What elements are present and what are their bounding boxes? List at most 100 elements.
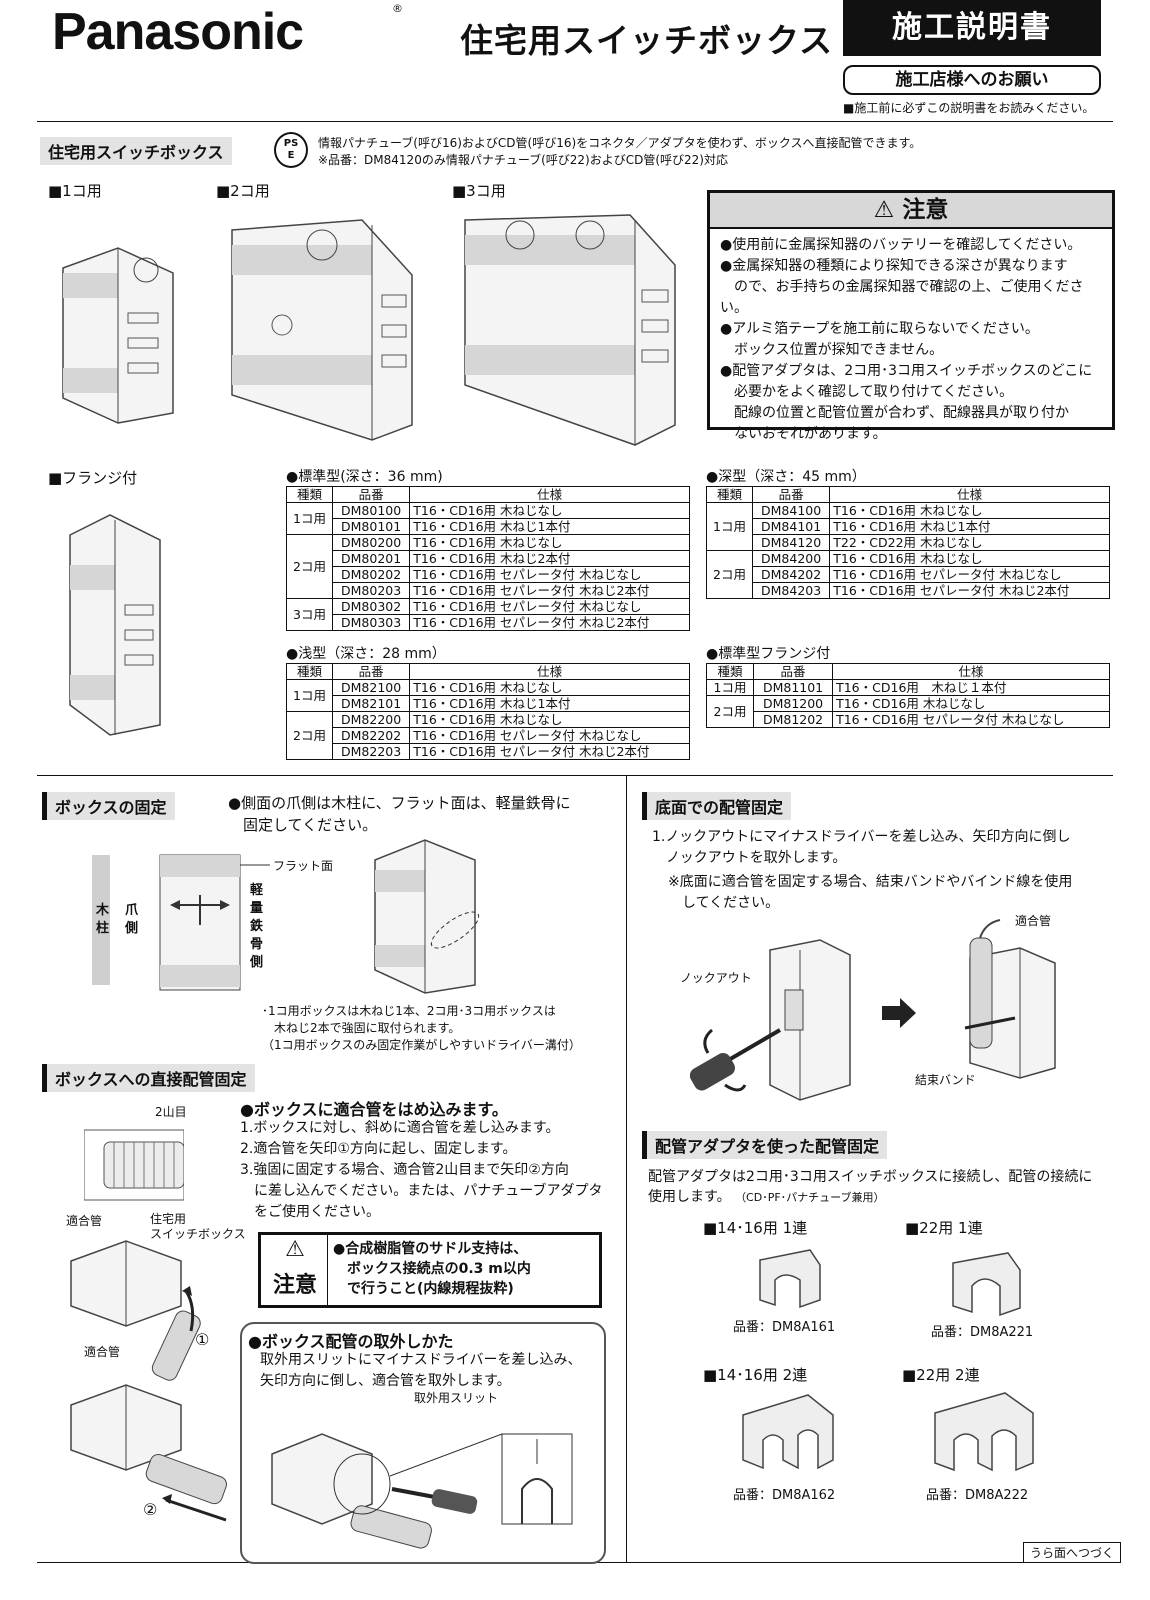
fixing-text2: 固定してください。 xyxy=(228,816,378,834)
pse-bottom: E xyxy=(287,150,295,161)
caution-icon: ⚠ xyxy=(285,1237,305,1262)
table-standard-caption: ●標準型(深さ：36 mm) xyxy=(286,469,443,485)
warning-item: ●配管アダプタは、2コ用･3コ用スイッチボックスのどこに xyxy=(720,363,1093,379)
fixing-note1: ･1コ用ボックスは木ねじ1本、2コ用･3コ用ボックスは xyxy=(262,1004,556,1018)
cell-code: DM84120 xyxy=(751,534,831,551)
knockout-label: ノックアウト xyxy=(680,971,752,985)
fixing-diagram xyxy=(92,854,270,991)
header-code: 品番 xyxy=(751,486,831,503)
arrow-1-label: ① xyxy=(195,1330,210,1349)
warning-title: 注意 xyxy=(902,197,949,223)
product-flange-label: ■フランジ付 xyxy=(48,469,138,487)
cell-spec: T16・CD16用 セパレータ付 木ねじ2本付 xyxy=(409,614,690,631)
intro-label: 住宅用スイッチボックス xyxy=(40,137,232,165)
wood-label: 木柱 xyxy=(96,903,110,936)
divider xyxy=(37,775,1113,776)
removal-text: 取外用スリットにマイナスドライバーを差し込み、 矢印方向に倒し、適合管を取外しま… xyxy=(260,1350,581,1392)
divider xyxy=(37,121,1113,122)
two-ridge-label: 2山目 xyxy=(155,1105,187,1119)
header-spec: 仕様 xyxy=(409,663,690,680)
cell-spec: T16・CD16用 木ねじ１本付 xyxy=(832,679,1110,696)
column-divider xyxy=(626,775,627,1562)
cell-spec: T16・CD16用 セパレータ付 木ねじ2本付 xyxy=(409,582,690,599)
adapter-item-title: ■22用 2連 xyxy=(902,1366,980,1384)
adapter-4-illustration xyxy=(934,1392,1034,1472)
cell-code: DM84100 xyxy=(751,502,831,519)
cell-code: DM82100 xyxy=(331,679,411,696)
cell-code: DM81101 xyxy=(753,679,834,696)
cell-spec: T16・CD16用 木ねじなし xyxy=(829,550,1110,567)
slit-label: 取外用スリット xyxy=(414,1391,499,1405)
header-spec: 仕様 xyxy=(832,663,1110,680)
caution-text: ●合成樹脂管のサドル支持は、 ボックス接続点の0.3 m以内 で行うこと(内線規… xyxy=(333,1239,531,1299)
cell-spec: T16・CD16用 木ねじなし xyxy=(409,679,690,696)
adapter-item-code: 品番：DM8A161 xyxy=(733,1320,836,1335)
cell-code: DM81200 xyxy=(753,695,834,712)
cell-spec: T16・CD16用 セパレータ付 木ねじなし xyxy=(832,711,1110,728)
adapter-item-title: ■22用 1連 xyxy=(905,1219,983,1237)
warning-icon: ⚠ xyxy=(873,197,895,223)
direct-step: 3.強固に固定する場合、適合管2山目まで矢印②方向 xyxy=(240,1162,569,1178)
pipe-illustration xyxy=(84,1129,184,1201)
cell-spec: T16・CD16用 木ねじなし xyxy=(409,711,690,728)
intro-line2: ※品番：DM84120のみ情報パナチューブ(呼び22)およびCD管(呼び22)対… xyxy=(318,153,728,167)
arrow-right-icon xyxy=(882,998,916,1028)
product-single-label: ■1コ用 xyxy=(48,182,102,200)
bottom-pipe-label: 適合管 xyxy=(1015,914,1052,928)
cell-type: 2コ用 xyxy=(706,550,753,599)
adapter-text2: 使用します。 （CD･PF･パナチューブ兼用） xyxy=(648,1187,885,1208)
adapter-item-title: ■14･16用 1連 xyxy=(703,1219,808,1237)
removal-diagram xyxy=(271,1433,573,1549)
cell-spec: T16・CD16用 木ねじなし xyxy=(829,502,1110,519)
header-spec: 仕様 xyxy=(829,486,1110,503)
removal-line: 取外用スリットにマイナスドライバーを差し込み、 xyxy=(260,1352,582,1368)
flange-box-illustration xyxy=(69,514,161,736)
warning-item: ボックス位置が探知できません。 xyxy=(720,342,944,358)
claw-label: 爪側 xyxy=(125,903,139,936)
warning-item: ので、お手持ちの金属探知器で確認の上、ご使用ください。 xyxy=(720,279,1084,316)
adapter-item-title: ■14･16用 2連 xyxy=(703,1366,808,1384)
bottom-step1: 1.ノックアウトにマイナスドライバーを差し込み、矢印方向に倒し xyxy=(652,829,1071,845)
steel-label: 軽量鉄骨側 xyxy=(250,883,264,970)
cell-type: 1コ用 xyxy=(705,679,755,696)
caution-line: で行うこと(内線規程抜粋) xyxy=(333,1281,514,1297)
removal-box: ●ボックス配管の取外しかた 取外用スリットにマイナスドライバーを差し込み、 矢印… xyxy=(240,1322,606,1564)
cell-spec: T16・CD16用 セパレータ付 木ねじなし xyxy=(409,598,690,615)
cell-type: 2コ用 xyxy=(705,695,755,728)
cell-code: DM80202 xyxy=(331,566,411,583)
warning-item: ●金属探知器の種類により探知できる深さが異なります xyxy=(720,258,1068,274)
cell-spec: T16・CD16用 木ねじなし xyxy=(409,534,690,551)
adapter-1-illustration xyxy=(759,1249,821,1309)
cell-type: 1コ用 xyxy=(286,679,333,712)
read-note: ■施工前に必ずこの説明書をお読みください。 xyxy=(843,101,1095,115)
pipe-label-2: 適合管 xyxy=(84,1345,121,1359)
cell-type: 2コ用 xyxy=(286,534,333,599)
header-code: 品番 xyxy=(331,486,411,503)
box-label-line1: 住宅用 xyxy=(150,1212,187,1226)
direct-step: をご使用ください。 xyxy=(240,1204,380,1220)
bottom-note2: してください。 xyxy=(668,895,780,911)
cell-code: DM82200 xyxy=(331,711,411,728)
removal-line: 矢印方向に倒し、適合管を取外します。 xyxy=(260,1373,511,1389)
cell-code: DM80200 xyxy=(331,534,411,551)
adapter-2-illustration xyxy=(952,1252,1021,1317)
caution-line: ●合成樹脂管のサドル支持は、 xyxy=(333,1241,528,1257)
cell-spec: T16・CD16用 木ねじ1本付 xyxy=(409,695,690,712)
cell-code: DM80101 xyxy=(331,518,411,535)
product-double-label: ■2コ用 xyxy=(216,182,270,200)
adapter-item-code: 品番：DM8A222 xyxy=(926,1488,1029,1503)
pipe-insert-diagram-2 xyxy=(70,1384,227,1522)
header-type: 種類 xyxy=(286,663,333,680)
bottom-label: 底面での配管固定 xyxy=(642,792,792,820)
header-type: 種類 xyxy=(286,486,333,503)
table-flange-caption: ●標準型フランジ付 xyxy=(706,646,831,662)
table-deep-caption: ●深型（深さ：45 mm） xyxy=(706,469,866,485)
cell-code: DM80201 xyxy=(331,550,411,567)
direct-steps: 1.ボックスに対し、斜めに適合管を差し込みます。 2.適合管を矢印①方向に起し、… xyxy=(240,1118,602,1223)
adapter-text2-main: 使用します。 xyxy=(648,1189,731,1205)
fixing-label: ボックスの固定 xyxy=(42,792,175,820)
adapter-3-illustration xyxy=(742,1394,834,1470)
